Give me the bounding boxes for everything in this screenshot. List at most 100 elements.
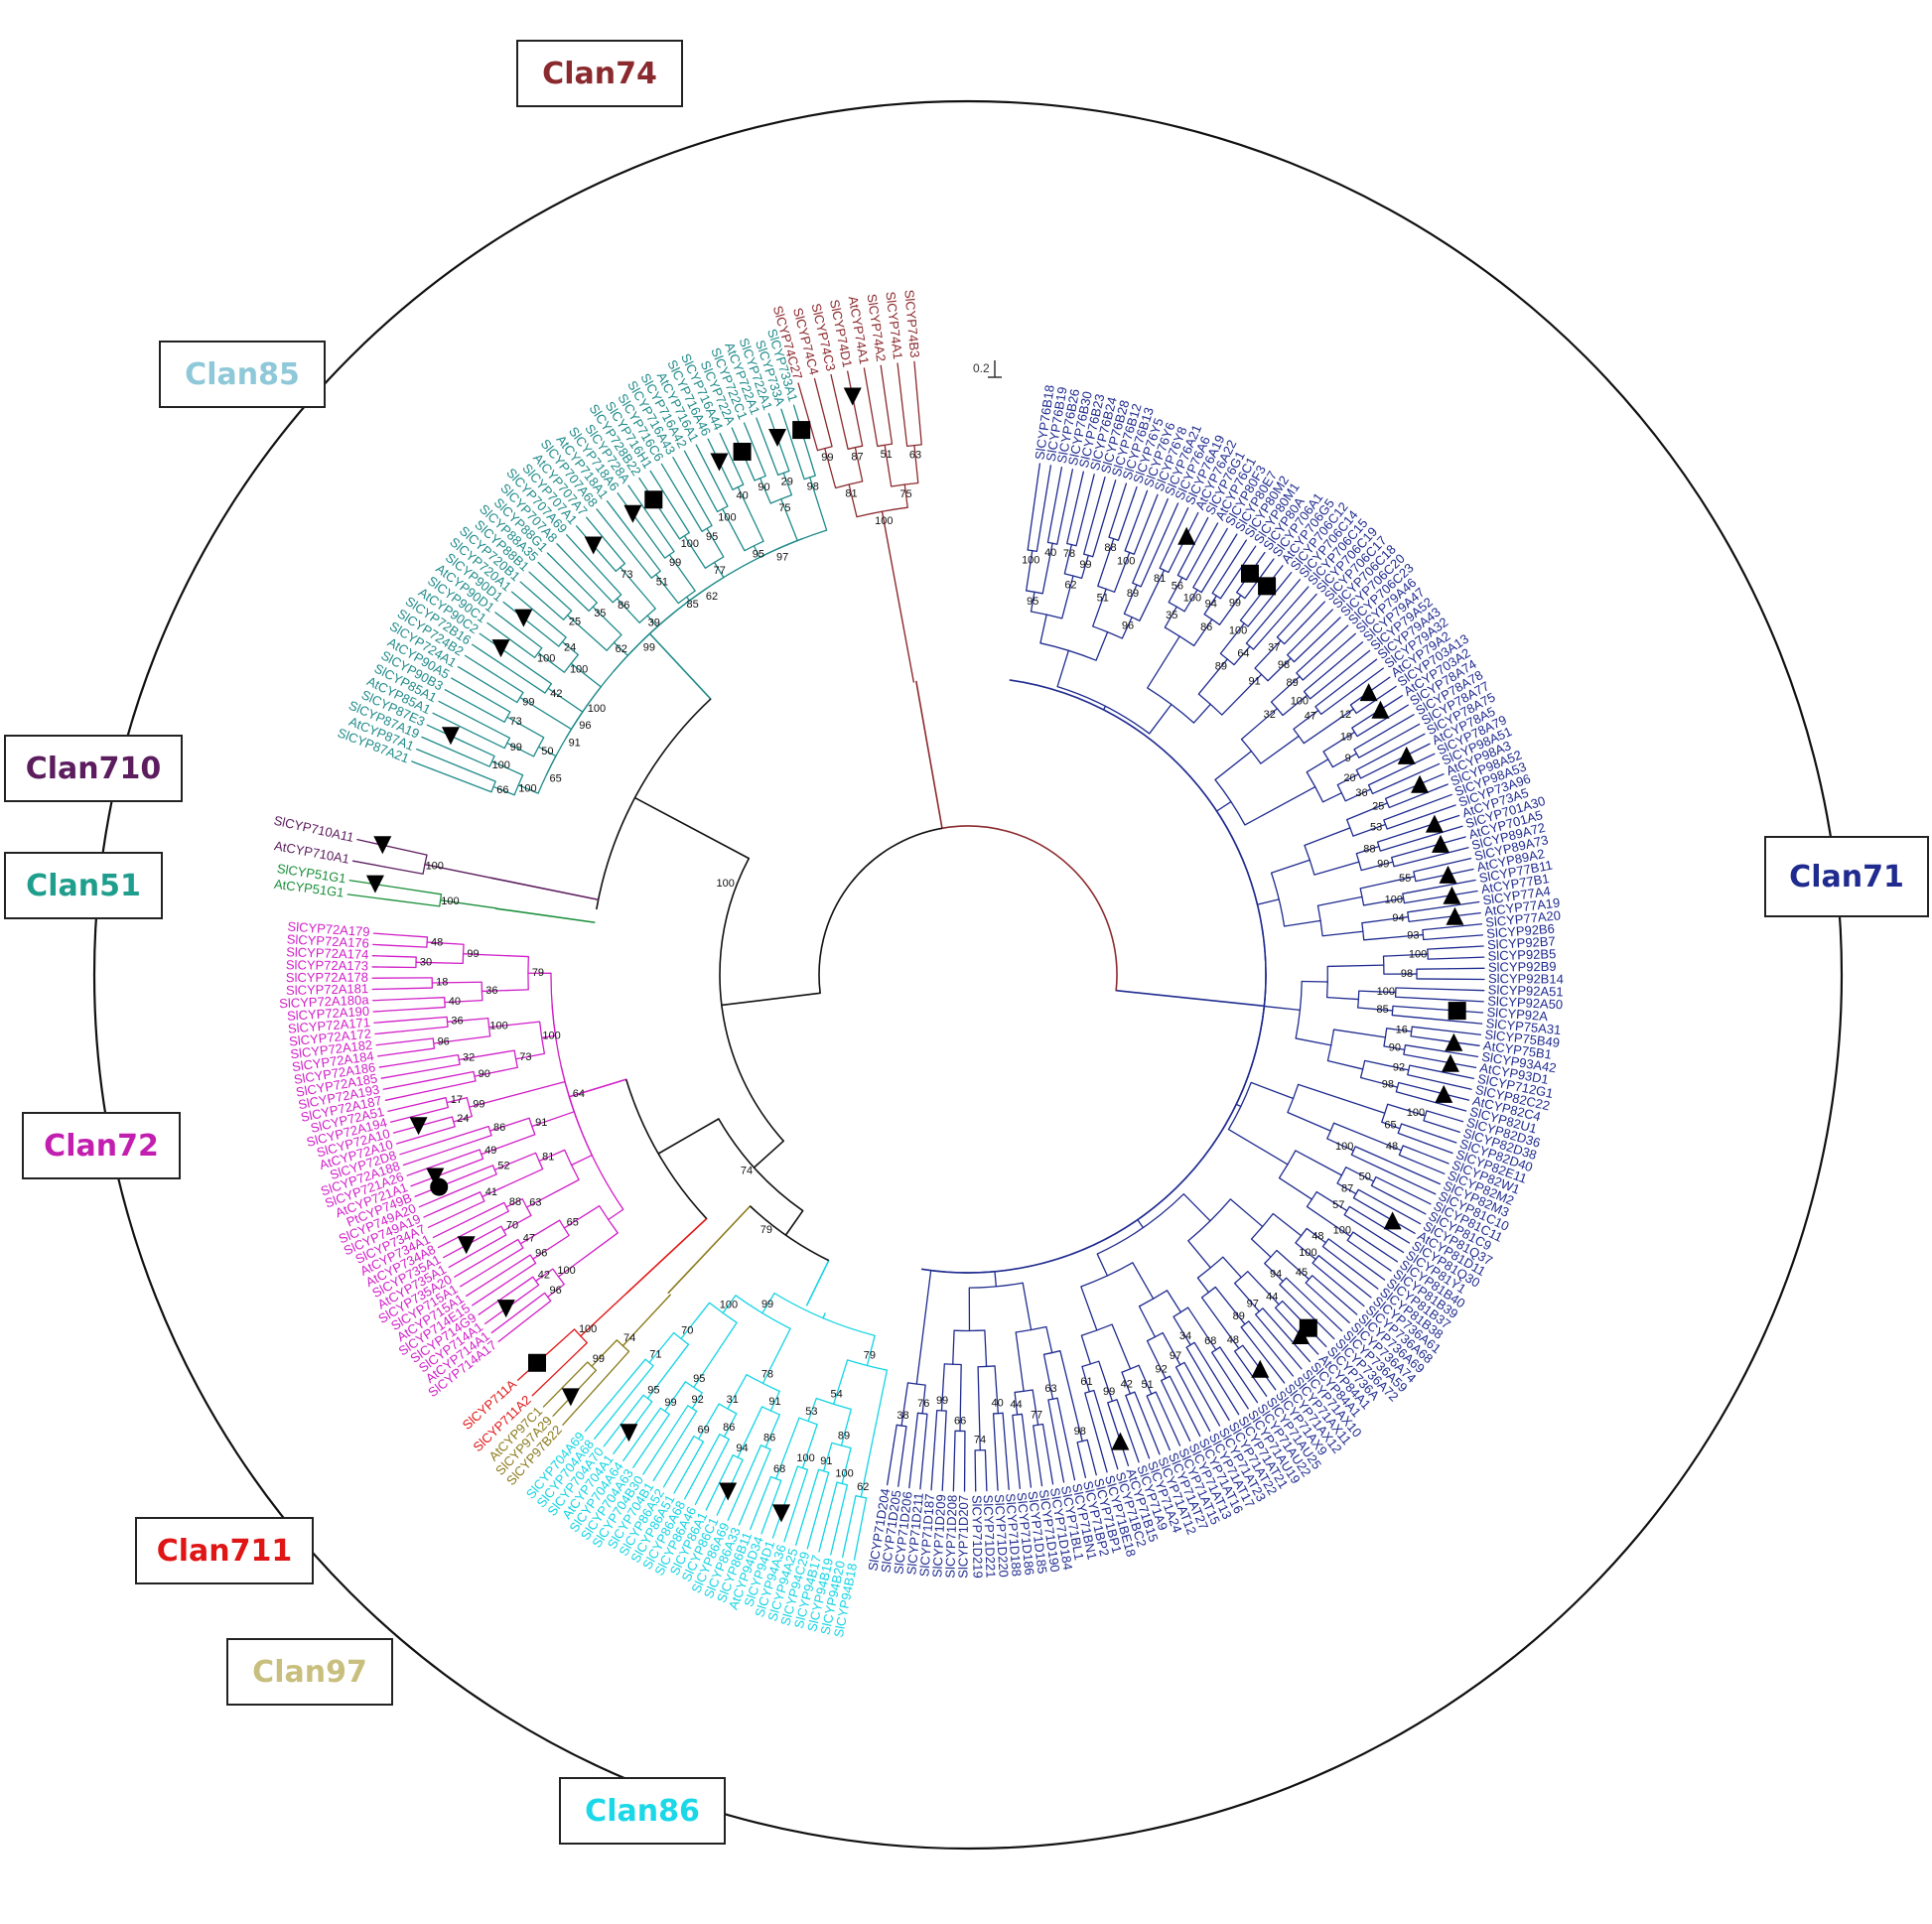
branch <box>408 1127 456 1141</box>
leaf-branch <box>708 439 713 450</box>
leaf-branch <box>650 471 663 491</box>
leaf-branch <box>1203 523 1218 550</box>
branch <box>1013 1416 1017 1453</box>
bootstrap-value: 89 <box>1215 661 1227 673</box>
branch <box>1194 704 1211 723</box>
bootstrap-value: 99 <box>664 1397 676 1409</box>
leaf-branch <box>1452 1118 1463 1121</box>
branch <box>1317 896 1362 905</box>
branch <box>511 1285 539 1305</box>
leaf-branch <box>1174 1409 1189 1441</box>
bootstrap-value: 100 <box>1385 894 1403 906</box>
bootstrap-value: 90 <box>1389 1042 1401 1054</box>
clan-label-711: Clan711 <box>157 1534 293 1569</box>
bootstrap-value: 48 <box>1386 1141 1398 1153</box>
bootstrap-value: 42 <box>550 688 562 700</box>
triangle-marker <box>458 1236 476 1254</box>
branch <box>724 1455 733 1474</box>
branch <box>686 1442 703 1471</box>
leaf-branch <box>403 1156 431 1165</box>
bootstrap-value: 62 <box>857 1481 869 1493</box>
bootstrap-value: 99 <box>669 557 681 569</box>
leaf-branch <box>1101 478 1105 492</box>
branch <box>391 1008 445 1011</box>
bootstrap-value: 56 <box>1172 580 1183 592</box>
bootstrap-value: 100 <box>489 1020 507 1031</box>
leaf-branch <box>931 1448 934 1489</box>
branch <box>747 1445 760 1477</box>
bootstrap-value: 81 <box>845 488 857 500</box>
bootstrap-value: 96 <box>579 720 591 732</box>
branch <box>470 673 517 702</box>
bootstrap-value: 100 <box>542 1031 560 1042</box>
bootstrap-value: 95 <box>706 531 718 543</box>
leaf-branch <box>529 572 540 582</box>
branch <box>1197 1278 1208 1293</box>
branch <box>1303 663 1321 680</box>
leaf-branch <box>1278 587 1309 621</box>
branch <box>916 1271 930 1384</box>
branch <box>1399 1155 1427 1167</box>
triangle-marker <box>1446 907 1463 925</box>
bootstrap-value: 32 <box>463 1052 475 1064</box>
bootstrap-value: 89 <box>1233 1310 1245 1322</box>
leaf-branch <box>745 423 751 439</box>
bootstrap-value: 100 <box>1022 554 1039 566</box>
scale-bar: 0.2 <box>973 360 1002 377</box>
bootstrap-value: 97 <box>1170 1350 1181 1362</box>
bootstrap-value: 39 <box>648 617 660 628</box>
bootstrap-value: 100 <box>1409 948 1427 960</box>
branch <box>1314 862 1359 875</box>
clan-box-710: Clan710 <box>4 735 183 802</box>
leaf-branch <box>1037 1454 1042 1486</box>
leaf-branch <box>607 501 614 510</box>
branch <box>1296 1038 1331 1045</box>
branch <box>722 993 820 1005</box>
branch <box>1117 1400 1130 1436</box>
branch <box>1022 1414 1028 1459</box>
leaf-branch <box>1458 1098 1468 1101</box>
branch <box>1245 787 1315 825</box>
leaf-branch <box>784 1514 793 1542</box>
leaf-branch <box>424 1210 439 1217</box>
branch <box>1306 1283 1324 1300</box>
bootstrap-value: 100 <box>492 759 510 771</box>
branch-arc <box>819 828 942 993</box>
branch <box>1359 746 1382 758</box>
square-marker <box>1258 577 1276 595</box>
branch <box>496 1255 530 1277</box>
bootstrap-value: 100 <box>588 703 606 715</box>
leaf-branch <box>1454 1085 1471 1089</box>
branch <box>1223 1257 1241 1277</box>
bootstrap-value: 78 <box>761 1368 773 1380</box>
branch <box>1023 1283 1031 1329</box>
bootstrap-value: 74 <box>623 1332 635 1344</box>
branch <box>467 1202 504 1221</box>
leaf-branch <box>1192 518 1208 548</box>
branch <box>1285 626 1302 644</box>
leaf-branch <box>385 1092 424 1100</box>
branch <box>836 395 848 449</box>
bootstrap-value: 49 <box>484 1145 496 1157</box>
bootstrap-value: 95 <box>1027 596 1038 608</box>
bootstrap-value: 86 <box>493 1122 505 1134</box>
branch <box>1386 790 1405 798</box>
basal-bootstrap: 100 <box>717 878 735 890</box>
branch <box>1305 668 1332 691</box>
leaf-branch <box>623 1434 642 1460</box>
branch <box>1076 512 1084 546</box>
bootstrap-value: 9 <box>1345 753 1351 764</box>
bootstrap-value: 73 <box>519 1051 531 1063</box>
branch <box>1188 1241 1210 1268</box>
bootstrap-value: 12 <box>1339 709 1351 721</box>
leaf-branch <box>888 1445 894 1485</box>
branch <box>438 1201 484 1223</box>
bootstrap-value: 65 <box>567 1216 579 1228</box>
leaf-branch <box>1114 1456 1118 1468</box>
leaf-branch <box>1066 1439 1075 1479</box>
leaf-branch <box>1046 466 1051 493</box>
leaf-branch <box>914 361 916 389</box>
bootstrap-value: 99 <box>510 742 522 754</box>
leaf-branch <box>455 1253 496 1278</box>
